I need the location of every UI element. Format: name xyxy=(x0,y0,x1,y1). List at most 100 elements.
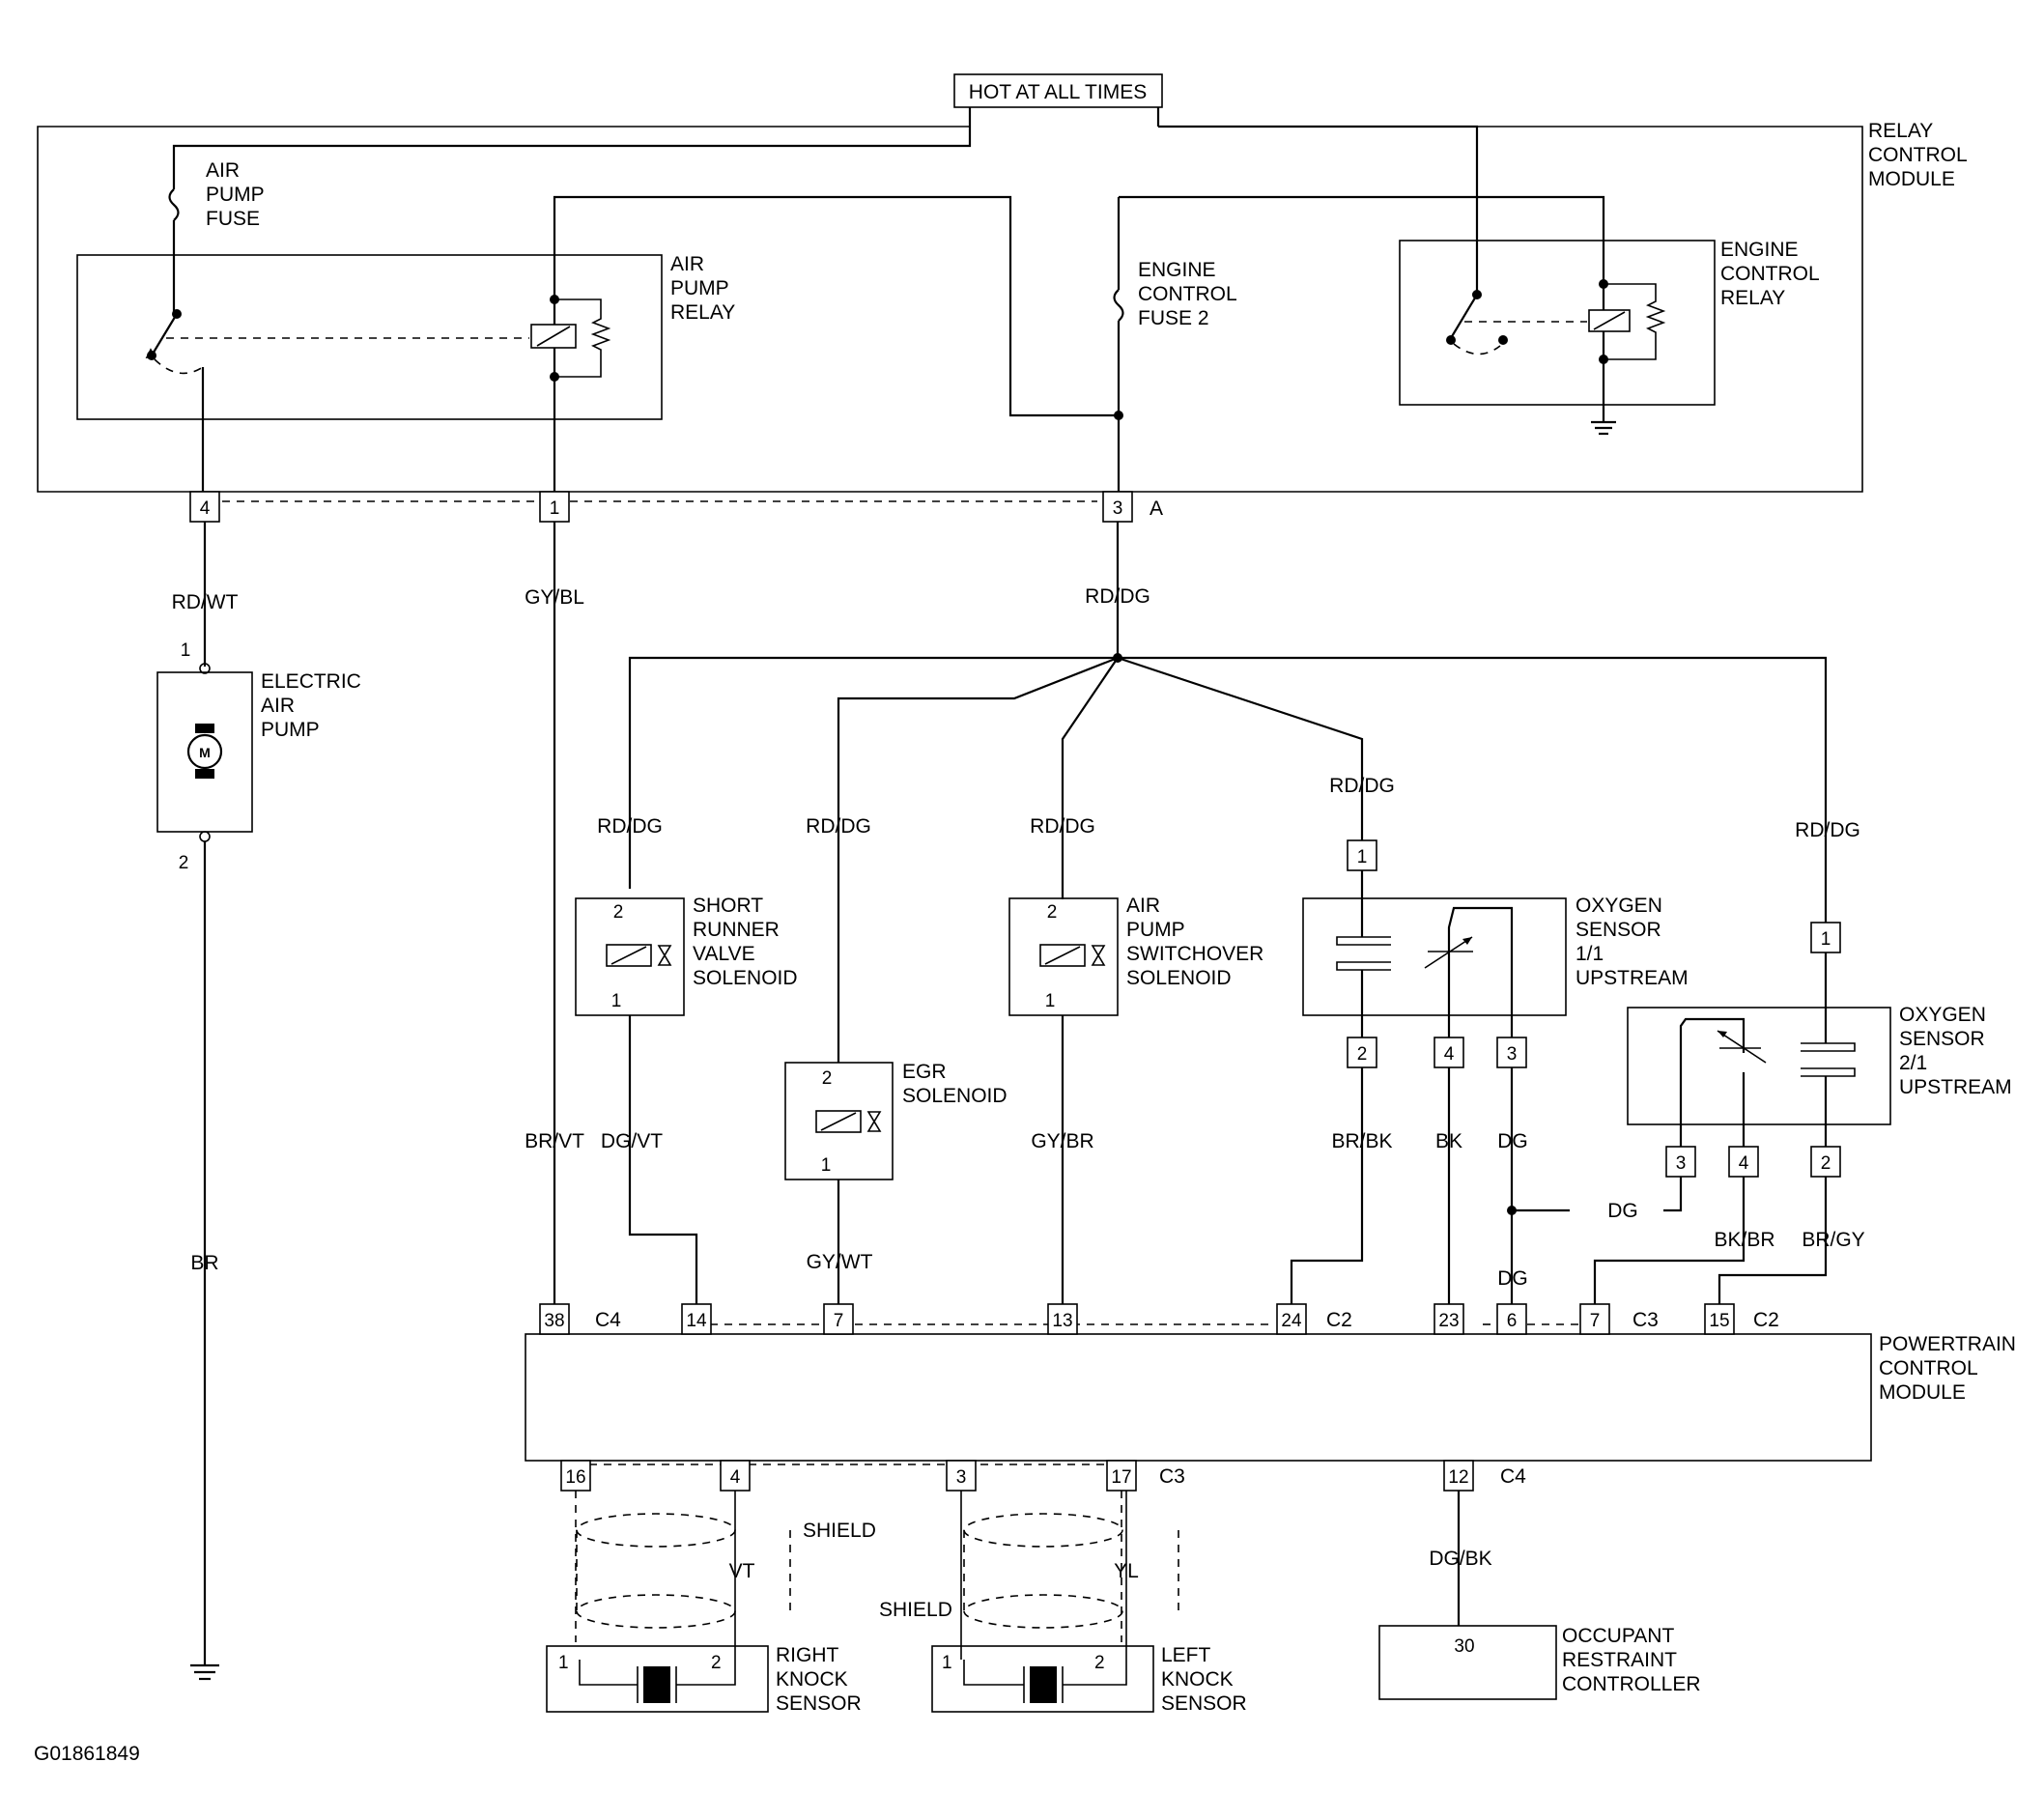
svg-text:OXYGEN: OXYGEN xyxy=(1576,895,1662,917)
svg-text:24: 24 xyxy=(1281,1311,1302,1331)
svg-text:DG/VT: DG/VT xyxy=(601,1130,663,1152)
svg-text:CONTROL: CONTROL xyxy=(1138,283,1237,305)
svg-text:RELAY: RELAY xyxy=(1720,287,1785,309)
svg-text:BR: BR xyxy=(190,1252,218,1274)
svg-text:SOLENOID: SOLENOID xyxy=(693,967,798,989)
svg-text:RD/DG: RD/DG xyxy=(1030,815,1095,838)
svg-text:13: 13 xyxy=(1052,1311,1072,1331)
relay-control-module: RELAY CONTROL MODULE xyxy=(37,107,1968,493)
svg-text:SENSOR: SENSOR xyxy=(776,1692,862,1715)
svg-text:RD/DG: RD/DG xyxy=(1795,819,1860,841)
oxygen-sensor-2-1: 1 OXYGEN SENSOR 2/1 UPSTREAM 3 4 2 BK/BR… xyxy=(1593,922,2012,1304)
svg-text:2: 2 xyxy=(613,902,624,923)
svg-text:RD/DG: RD/DG xyxy=(1329,775,1395,797)
svg-text:C4: C4 xyxy=(595,1309,621,1331)
svg-text:17: 17 xyxy=(1111,1467,1131,1488)
svg-text:SWITCHOVER: SWITCHOVER xyxy=(1126,943,1263,965)
svg-text:MODULE: MODULE xyxy=(1879,1381,1966,1404)
svg-text:2: 2 xyxy=(1821,1153,1831,1174)
svg-text:2: 2 xyxy=(179,853,189,873)
svg-text:FUSE: FUSE xyxy=(206,208,260,230)
svg-text:SENSOR: SENSOR xyxy=(1576,919,1661,941)
svg-text:C3: C3 xyxy=(1632,1309,1659,1331)
svg-text:RELAY: RELAY xyxy=(670,301,735,324)
svg-text:PUMP: PUMP xyxy=(206,184,265,206)
right-knock-sensor: SHIELD VT 1 2 RIGHT KNOCK SENSOR xyxy=(546,1491,876,1715)
svg-text:3: 3 xyxy=(956,1467,967,1488)
svg-text:UPSTREAM: UPSTREAM xyxy=(1899,1076,2012,1098)
svg-text:AIR: AIR xyxy=(261,695,295,717)
svg-text:23: 23 xyxy=(1438,1311,1459,1331)
svg-text:M: M xyxy=(199,745,211,760)
svg-text:RUNNER: RUNNER xyxy=(693,919,780,941)
svg-text:30: 30 xyxy=(1454,1636,1474,1657)
svg-text:AIR: AIR xyxy=(670,253,704,275)
svg-text:VT: VT xyxy=(729,1560,755,1582)
svg-text:6: 6 xyxy=(1507,1311,1518,1331)
svg-text:RD/DG: RD/DG xyxy=(1085,585,1150,608)
svg-text:1: 1 xyxy=(611,991,622,1011)
svg-text:ENGINE: ENGINE xyxy=(1138,259,1216,281)
svg-text:14: 14 xyxy=(686,1311,707,1331)
engine-control-fuse-2: ENGINE CONTROL FUSE 2 xyxy=(1113,195,1605,492)
svg-text:RIGHT: RIGHT xyxy=(776,1644,839,1666)
svg-text:3: 3 xyxy=(1113,498,1123,519)
svg-text:1: 1 xyxy=(942,1653,952,1673)
svg-text:7: 7 xyxy=(1590,1311,1601,1331)
svg-text:RESTRAINT: RESTRAINT xyxy=(1562,1649,1677,1671)
svg-text:DG: DG xyxy=(1497,1267,1528,1290)
svg-text:CONTROL: CONTROL xyxy=(1868,144,1968,166)
svg-text:4: 4 xyxy=(1739,1153,1749,1174)
svg-text:POWERTRAIN: POWERTRAIN xyxy=(1879,1333,2016,1355)
svg-text:1: 1 xyxy=(821,1155,832,1176)
svg-text:FUSE 2: FUSE 2 xyxy=(1138,307,1209,329)
svg-text:UPSTREAM: UPSTREAM xyxy=(1576,967,1689,989)
svg-text:BK: BK xyxy=(1435,1130,1462,1152)
svg-text:3: 3 xyxy=(1676,1153,1687,1174)
figure-id: G01861849 xyxy=(34,1743,140,1765)
svg-text:PUMP: PUMP xyxy=(670,277,729,299)
svg-text:GY/BR: GY/BR xyxy=(1031,1130,1093,1152)
svg-text:3: 3 xyxy=(1507,1044,1518,1065)
air-pump-fuse: AIR PUMP FUSE xyxy=(168,127,972,314)
svg-text:4: 4 xyxy=(1444,1044,1455,1065)
rcm-connector-a: 4 1 3 A xyxy=(189,491,1163,523)
oxygen-sensor-1-1: 1 OXYGEN SENSOR 1/1 UPSTREAM 2 4 3 BR/BK… xyxy=(1290,839,1689,1304)
svg-text:CONTROL: CONTROL xyxy=(1720,263,1820,285)
svg-text:2: 2 xyxy=(711,1653,722,1673)
gy-bl-wire: GY/BL BR/VT xyxy=(525,522,584,1304)
svg-text:RD/DG: RD/DG xyxy=(806,815,871,838)
svg-text:2: 2 xyxy=(822,1068,833,1089)
powertrain-control-module: POWERTRAIN CONTROL MODULE 38 C4 14 7 13 … xyxy=(525,1303,2016,1492)
svg-text:1: 1 xyxy=(1821,929,1831,950)
svg-text:2: 2 xyxy=(1094,1653,1105,1673)
svg-text:GY/WT: GY/WT xyxy=(807,1251,873,1273)
svg-text:KNOCK: KNOCK xyxy=(776,1668,848,1691)
svg-text:LEFT: LEFT xyxy=(1161,1644,1211,1666)
svg-text:SOLENOID: SOLENOID xyxy=(1126,967,1232,989)
svg-text:SHORT: SHORT xyxy=(693,895,763,917)
svg-text:RD/WT: RD/WT xyxy=(172,591,239,613)
svg-text:DG/BK: DG/BK xyxy=(1429,1548,1491,1570)
svg-text:7: 7 xyxy=(834,1311,844,1331)
svg-text:CONTROLLER: CONTROLLER xyxy=(1562,1673,1701,1695)
svg-text:SHIELD: SHIELD xyxy=(879,1599,952,1621)
occupant-restraint-controller: DG/BK 30 OCCUPANT RESTRAINT CONTROLLER xyxy=(1378,1491,1701,1700)
svg-text:ELECTRIC: ELECTRIC xyxy=(261,670,361,693)
hot-at-all-times-label: HOT AT ALL TIMES xyxy=(953,73,1163,108)
svg-text:C4: C4 xyxy=(1500,1465,1526,1488)
svg-text:CONTROL: CONTROL xyxy=(1879,1357,1978,1379)
svg-text:VALVE: VALVE xyxy=(693,943,755,965)
svg-text:YL: YL xyxy=(1114,1560,1139,1582)
svg-text:OXYGEN: OXYGEN xyxy=(1899,1004,1986,1026)
electric-air-pump: RD/WT 1 M ELECTRIC AIR PUMP 2 BR xyxy=(156,522,361,1681)
svg-text:1/1: 1/1 xyxy=(1576,943,1604,965)
svg-text:PUMP: PUMP xyxy=(261,719,320,741)
svg-text:4: 4 xyxy=(200,498,211,519)
rd-dg-bus: RD/DG RD/DG RD/DG RD/DG RD/DG RD/DG xyxy=(597,522,1860,1063)
svg-text:38: 38 xyxy=(544,1311,564,1331)
egr-solenoid: 2 1 EGR SOLENOID GY/WT xyxy=(784,1061,1008,1304)
svg-text:EGR: EGR xyxy=(902,1061,947,1083)
svg-text:2: 2 xyxy=(1357,1044,1368,1065)
svg-text:1: 1 xyxy=(1357,847,1368,867)
